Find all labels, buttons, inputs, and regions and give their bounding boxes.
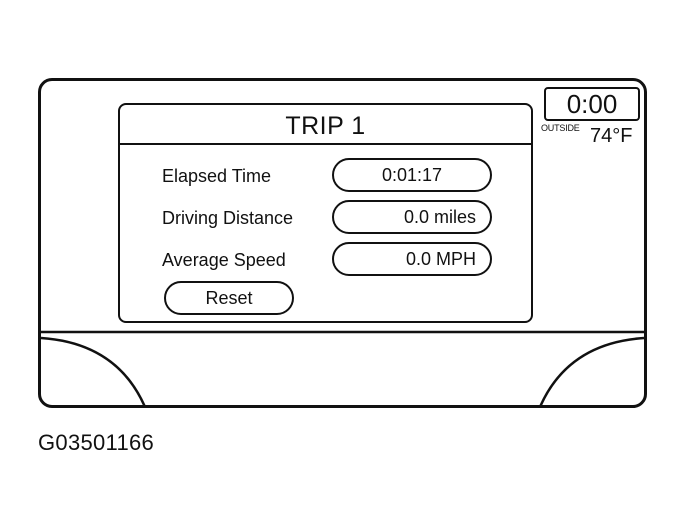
display-frame: TRIP 1 Elapsed Time 0:01:17 Driving Dist… [38, 78, 647, 408]
clock-display: 0:00 [544, 87, 640, 121]
average-speed-value: 0.0 MPH [332, 242, 492, 276]
elapsed-time-label: Elapsed Time [162, 166, 272, 186]
average-speed-label: Average Speed [162, 250, 286, 270]
reset-button[interactable]: Reset [164, 281, 294, 315]
driving-distance-label: Driving Distance [162, 208, 294, 228]
trip-panel: TRIP 1 Elapsed Time 0:01:17 Driving Dist… [118, 103, 533, 323]
figure-id: G03501166 [38, 430, 155, 455]
elapsed-time-value: 0:01:17 [332, 158, 492, 192]
driving-distance-value: 0.0 miles [332, 200, 492, 234]
display-bezel [41, 330, 644, 405]
outside-label: OUTSIDE [541, 123, 580, 133]
outside-temperature: 74°F [590, 125, 633, 147]
bezel-left-curve [41, 336, 146, 405]
bezel-right-curve [539, 336, 644, 405]
trip-title: TRIP 1 [120, 105, 531, 145]
